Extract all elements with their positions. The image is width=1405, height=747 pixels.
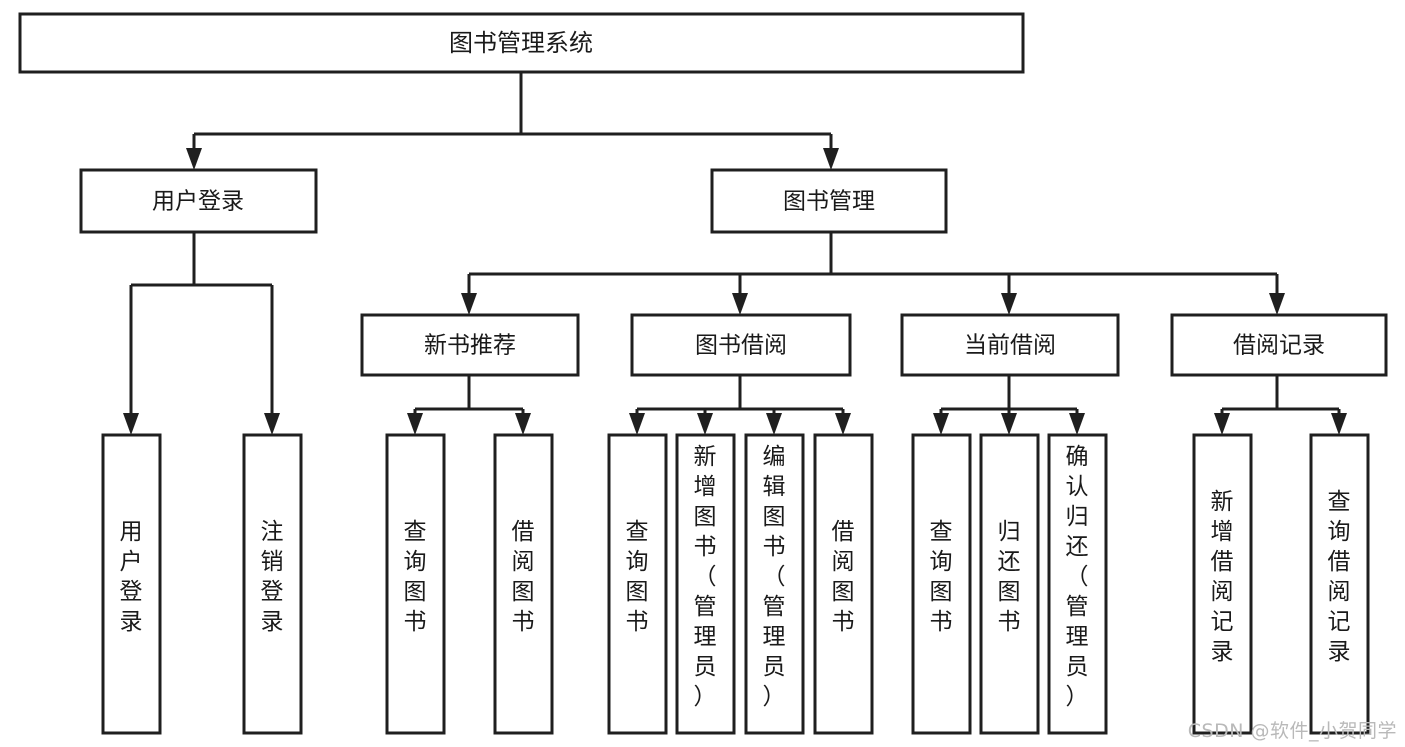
node-leaf5-label: 查询图书 bbox=[626, 519, 649, 635]
node-borrow-label: 图书借阅 bbox=[695, 333, 787, 359]
arrow-to-leaf10 bbox=[1001, 413, 1017, 435]
node-leaf8-box[interactable] bbox=[813, 433, 874, 735]
node-leaf9[interactable]: 查询图书 bbox=[911, 433, 972, 735]
node-leaf1[interactable]: 用户登录 bbox=[101, 433, 162, 735]
node-leaf12-box[interactable] bbox=[1192, 433, 1253, 735]
node-leaf11[interactable]: 确认归还（管理员） bbox=[1047, 433, 1108, 735]
node-leaf5[interactable]: 查询图书 bbox=[607, 433, 668, 735]
node-leaf13-box[interactable] bbox=[1309, 433, 1370, 735]
node-leaf7[interactable]: 编辑图书（管理员） bbox=[744, 433, 805, 735]
edges-layer bbox=[123, 72, 1347, 435]
node-leaf2[interactable]: 注销登录 bbox=[242, 433, 303, 735]
node-leaf2-label: 注销登录 bbox=[261, 519, 284, 635]
node-leaf6-box[interactable] bbox=[675, 433, 736, 735]
arrow-to-newbook bbox=[461, 293, 477, 315]
node-leaf3-box[interactable] bbox=[385, 433, 446, 735]
node-root[interactable]: 图书管理系统 bbox=[18, 12, 1025, 74]
node-leaf8-label: 借阅图书 bbox=[832, 519, 855, 635]
arrow-to-bookmgmt bbox=[823, 148, 839, 170]
node-leaf7-box[interactable] bbox=[744, 433, 805, 735]
node-leaf4[interactable]: 借阅图书 bbox=[493, 433, 554, 735]
node-leaf4-label: 借阅图书 bbox=[512, 519, 535, 635]
node-leaf12-label: 新增借阅记录 bbox=[1211, 489, 1234, 665]
edge-borrow-bus bbox=[635, 375, 845, 420]
node-leaf5-box[interactable] bbox=[607, 433, 668, 735]
node-leaf3-label: 查询图书 bbox=[404, 519, 427, 635]
node-bookmgmt[interactable]: 图书管理 bbox=[710, 168, 948, 234]
node-leaf10-label: 归还图书 bbox=[998, 519, 1021, 635]
node-leaf1-label: 用户登录 bbox=[120, 519, 143, 635]
edge-newbook-bus bbox=[413, 375, 525, 420]
node-newbook-box[interactable] bbox=[360, 313, 580, 377]
node-borrow-box[interactable] bbox=[630, 313, 852, 377]
node-root-label: 图书管理系统 bbox=[449, 29, 593, 57]
node-leaf6[interactable]: 新增图书（管理员） bbox=[675, 433, 736, 735]
node-current[interactable]: 当前借阅 bbox=[900, 313, 1120, 377]
node-current-label: 当前借阅 bbox=[964, 333, 1056, 359]
node-leaf11-box[interactable] bbox=[1047, 433, 1108, 735]
arrow-to-leaf11 bbox=[1069, 413, 1085, 435]
node-current-box[interactable] bbox=[900, 313, 1120, 377]
node-records-label: 借阅记录 bbox=[1233, 333, 1325, 359]
node-leaf1-box[interactable] bbox=[101, 433, 162, 735]
node-login[interactable]: 用户登录 bbox=[79, 168, 318, 234]
node-root-box[interactable] bbox=[18, 12, 1025, 74]
arrow-to-leaf7 bbox=[766, 413, 782, 435]
node-records-box[interactable] bbox=[1170, 313, 1388, 377]
arrow-to-leaf5 bbox=[629, 413, 645, 435]
arrow-to-login bbox=[186, 148, 202, 170]
arrow-to-leaf1 bbox=[123, 413, 139, 435]
edge-login-bus bbox=[129, 232, 274, 420]
arrow-to-leaf8 bbox=[835, 413, 851, 435]
node-leaf2-box[interactable] bbox=[242, 433, 303, 735]
edge-bookmgmt-bus bbox=[467, 232, 1279, 300]
arrow-to-leaf12 bbox=[1214, 413, 1230, 435]
arrow-to-leaf2 bbox=[264, 413, 280, 435]
arrow-to-leaf3 bbox=[407, 413, 423, 435]
node-borrow[interactable]: 图书借阅 bbox=[630, 313, 852, 377]
edge-root-bus bbox=[192, 72, 833, 155]
node-leaf10[interactable]: 归还图书 bbox=[979, 433, 1040, 735]
node-newbook-label: 新书推荐 bbox=[424, 333, 516, 359]
node-newbook[interactable]: 新书推荐 bbox=[360, 313, 580, 377]
node-leaf10-box[interactable] bbox=[979, 433, 1040, 735]
arrow-to-borrow bbox=[732, 293, 748, 315]
node-leaf8[interactable]: 借阅图书 bbox=[813, 433, 874, 735]
arrow-to-leaf6 bbox=[697, 413, 713, 435]
node-leaf13-label: 查询借阅记录 bbox=[1328, 489, 1351, 665]
edge-records-bus bbox=[1220, 375, 1341, 420]
node-leaf9-box[interactable] bbox=[911, 433, 972, 735]
node-bookmgmt-label: 图书管理 bbox=[783, 189, 875, 215]
node-leaf6-label: 新增图书（管理员） bbox=[694, 444, 717, 710]
arrow-to-leaf9 bbox=[933, 413, 949, 435]
arrow-to-leaf13 bbox=[1331, 413, 1347, 435]
node-records[interactable]: 借阅记录 bbox=[1170, 313, 1388, 377]
node-leaf4-box[interactable] bbox=[493, 433, 554, 735]
node-login-label: 用户登录 bbox=[152, 189, 244, 215]
node-bookmgmt-box[interactable] bbox=[710, 168, 948, 234]
node-leaf9-label: 查询图书 bbox=[930, 519, 953, 635]
arrow-to-leaf4 bbox=[515, 413, 531, 435]
arrow-to-records bbox=[1269, 293, 1285, 315]
node-login-box[interactable] bbox=[79, 168, 318, 234]
node-leaf7-label: 编辑图书（管理员） bbox=[763, 444, 786, 710]
arrow-to-current bbox=[1001, 293, 1017, 315]
node-leaf13[interactable]: 查询借阅记录 bbox=[1309, 433, 1370, 735]
node-leaf12[interactable]: 新增借阅记录 bbox=[1192, 433, 1253, 735]
node-leaf3[interactable]: 查询图书 bbox=[385, 433, 446, 735]
node-leaf11-label: 确认归还（管理员） bbox=[1066, 444, 1089, 710]
